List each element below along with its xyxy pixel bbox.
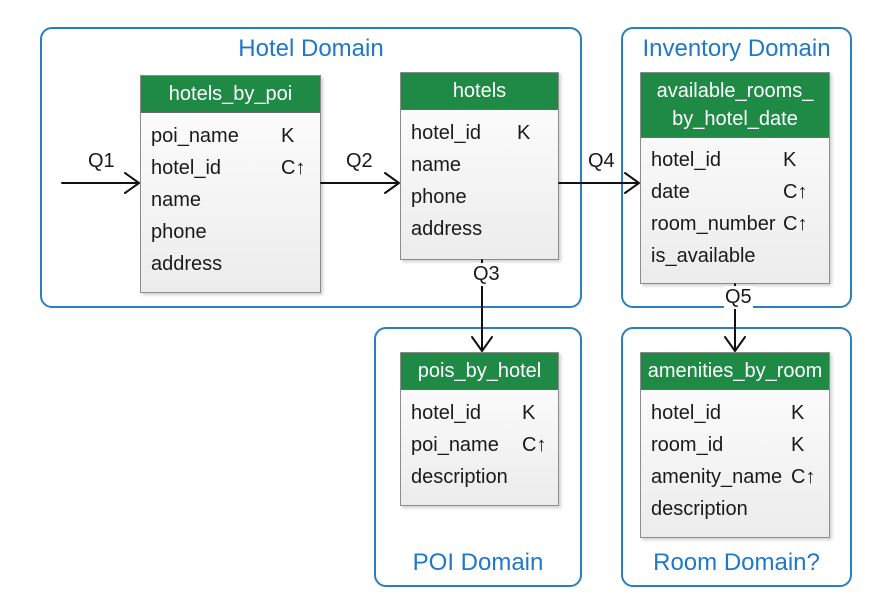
column-name: hotel_id (651, 402, 722, 424)
column-name: amenity_name (651, 466, 783, 488)
column-row: room_id K (651, 429, 823, 461)
column-row: poi_name C↑ (411, 429, 552, 461)
column-name: address (411, 218, 483, 240)
column-name: name (151, 189, 202, 211)
column-name: poi_name (151, 125, 239, 147)
room-domain: Room Domain? (621, 327, 852, 587)
column-row: hotel_id K (411, 117, 552, 149)
column-name: address (151, 253, 223, 275)
table-header-line2: by_hotel_date (672, 108, 798, 130)
q1-arrowhead (124, 172, 140, 194)
column-key: C↑ (783, 213, 808, 235)
q5-label: Q5 (724, 286, 753, 309)
q4-arrowhead (624, 172, 640, 194)
column-row: phone (411, 181, 552, 213)
column-key: C↑ (522, 434, 547, 456)
column-name: hotel_id (411, 122, 482, 144)
column-key: K (791, 402, 805, 424)
table-hotels-by-poi: hotels_by_poi poi_name K hotel_id C↑ nam… (140, 75, 321, 293)
q2-label: Q2 (346, 150, 373, 172)
q3-arrowhead (471, 336, 493, 352)
table-header-line1: available_rooms_ (656, 80, 814, 102)
hotel-domain-title: Hotel Domain (238, 35, 384, 62)
column-row: address (151, 248, 314, 280)
column-row: name (411, 149, 552, 181)
poi-domain-title: POI Domain (412, 549, 544, 576)
column-row: phone (151, 216, 314, 248)
column-row: address (411, 213, 552, 245)
column-row: room_number C↑ (651, 208, 823, 240)
column-row: poi_name K (151, 120, 314, 152)
poi-domain: POI Domain (374, 327, 582, 587)
table-pois-by-hotel: pois_by_hotel hotel_id K poi_name C↑ des… (400, 352, 559, 506)
column-row: hotel_id C↑ (151, 152, 314, 184)
column-key: K (281, 125, 295, 147)
column-key: K (522, 402, 536, 424)
table-hotels: hotels hotel_id K name phone address (400, 72, 559, 260)
column-row: description (411, 461, 552, 493)
column-key: K (783, 149, 797, 171)
column-row: amenity_name C↑ (651, 461, 823, 493)
column-key: K (791, 434, 805, 456)
column-name: description (411, 466, 508, 488)
column-name: phone (411, 186, 467, 208)
column-row: name (151, 184, 314, 216)
column-key: K (517, 122, 531, 144)
q1-label: Q1 (88, 150, 115, 172)
column-name: hotel_id (651, 149, 722, 171)
table-header: available_rooms_ by_hotel_date (641, 73, 829, 138)
q2-arrowhead (384, 172, 400, 194)
column-name: room_id (651, 434, 724, 456)
column-key: C↑ (791, 466, 816, 488)
table-header: hotels (401, 73, 558, 110)
inventory-domain-title: Inventory Domain (642, 35, 831, 62)
column-row: date C↑ (651, 176, 823, 208)
column-row: is_available (651, 240, 823, 272)
column-key: C↑ (281, 157, 306, 179)
column-row: hotel_id K (651, 144, 823, 176)
table-header: pois_by_hotel (401, 353, 558, 390)
q4-label: Q4 (588, 150, 615, 172)
column-name: name (411, 154, 462, 176)
column-row: description (651, 493, 823, 525)
column-name: is_available (651, 245, 756, 267)
column-name: date (651, 181, 690, 203)
table-header: amenities_by_room (641, 353, 829, 390)
column-name: room_number (651, 213, 776, 235)
table-header: hotels_by_poi (141, 76, 320, 113)
column-name: hotel_id (411, 402, 482, 424)
q3-label: Q3 (472, 263, 501, 286)
column-name: poi_name (411, 434, 499, 456)
column-row: hotel_id K (411, 397, 552, 429)
column-name: hotel_id (151, 157, 222, 179)
q5-arrowhead (724, 336, 746, 352)
table-amenities-by-room: amenities_by_room hotel_id K room_id K a… (640, 352, 830, 538)
table-available-rooms-by-hotel-date: available_rooms_ by_hotel_date hotel_id … (640, 72, 830, 284)
column-name: phone (151, 221, 207, 243)
room-domain-title: Room Domain? (653, 549, 820, 576)
column-key: C↑ (783, 181, 808, 203)
column-name: description (651, 498, 748, 520)
column-row: hotel_id K (651, 397, 823, 429)
hotel-domain: Hotel Domain (40, 27, 582, 308)
